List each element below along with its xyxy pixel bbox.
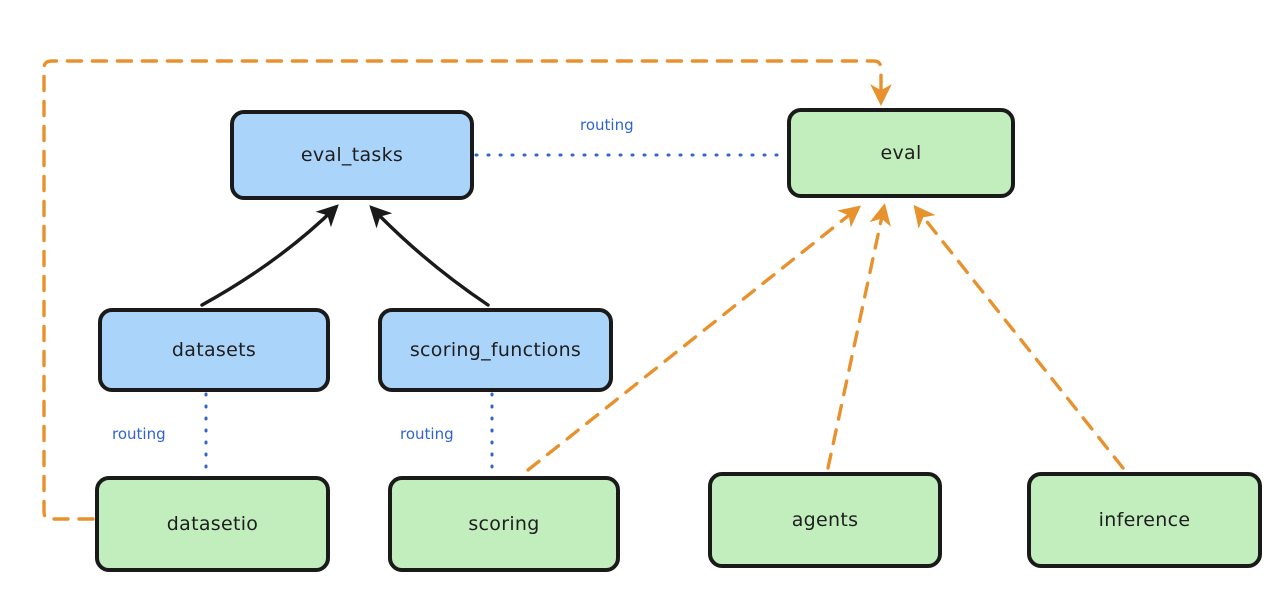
edge-label-routing-scoring-functions: routing [398,425,456,443]
node-datasetio[interactable]: datasetio [95,476,330,572]
node-eval-tasks[interactable]: eval_tasks [230,110,474,200]
node-label: agents [791,509,859,531]
edge-inference-to-eval [913,204,1125,470]
node-inference[interactable]: inference [1027,472,1262,568]
node-label: inference [1098,509,1191,531]
node-label: eval [880,142,922,164]
node-scoring[interactable]: scoring [388,476,620,572]
node-agents[interactable]: agents [708,472,942,568]
edge-label-routing-datasets: routing [110,425,168,443]
node-eval[interactable]: eval [787,108,1015,198]
node-label: scoring [468,513,540,535]
node-label: eval_tasks [300,144,404,166]
node-scoring-functions[interactable]: scoring_functions [378,308,613,392]
edge-label-routing-eval-tasks: routing [578,116,636,134]
edge-agents-to-eval [826,203,891,470]
node-label: scoring_functions [409,339,582,361]
node-label: datasets [171,339,257,361]
edge-scoring-functions-to-eval-tasks [369,205,490,307]
node-datasets[interactable]: datasets [98,308,330,392]
edge-datasets-to-eval-tasks [200,204,339,307]
node-label: datasetio [166,513,259,535]
